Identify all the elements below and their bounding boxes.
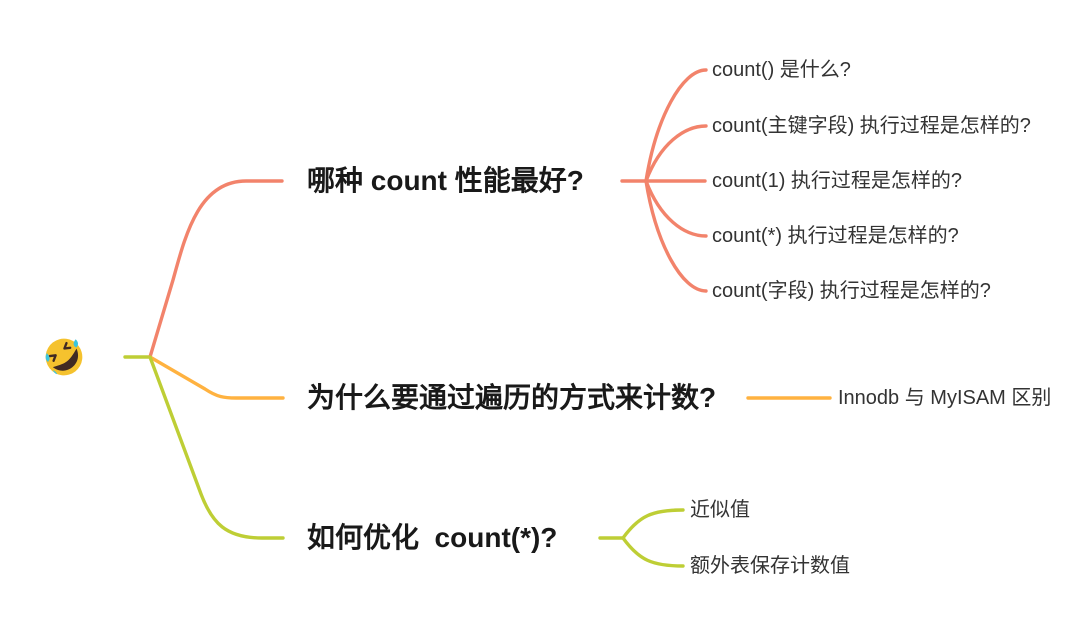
subtopic-innodb-myisam[interactable]: Innodb 与 MyISAM 区别 <box>838 387 1052 409</box>
rofl-emoji-icon[interactable] <box>44 337 84 377</box>
topic-how-optimize-count[interactable]: 如何优化 count(*)? <box>307 522 558 553</box>
subtopic-count-1[interactable]: count(1) 执行过程是怎样的? <box>712 170 963 192</box>
subtopic-approximate[interactable]: 近似值 <box>690 499 750 521</box>
subtopic-count-star[interactable]: count(*) 执行过程是怎样的? <box>712 225 959 247</box>
branch3-child1-line <box>621 508 685 540</box>
branch3-line <box>148 355 285 540</box>
subtopic-count-field[interactable]: count(字段) 执行过程是怎样的? <box>712 280 991 302</box>
branch1-child2-line <box>644 124 708 183</box>
subtopic-count-pk[interactable]: count(主键字段) 执行过程是怎样的? <box>712 115 1031 137</box>
branch1-child1-line <box>644 68 708 183</box>
branch1-child4-line <box>644 179 708 238</box>
branch1-child5-line <box>644 179 708 293</box>
branch1-line <box>148 179 284 359</box>
branch3-child2-line <box>621 536 685 568</box>
branch2-line <box>148 355 285 400</box>
topic-which-count-best[interactable]: 哪种 count 性能最好? <box>307 165 584 196</box>
subtopic-extra-table[interactable]: 额外表保存计数值 <box>690 555 850 577</box>
topic-why-traverse-count[interactable]: 为什么要通过遍历的方式来计数? <box>307 382 717 413</box>
subtopic-count-what[interactable]: count() 是什么? <box>712 59 851 81</box>
